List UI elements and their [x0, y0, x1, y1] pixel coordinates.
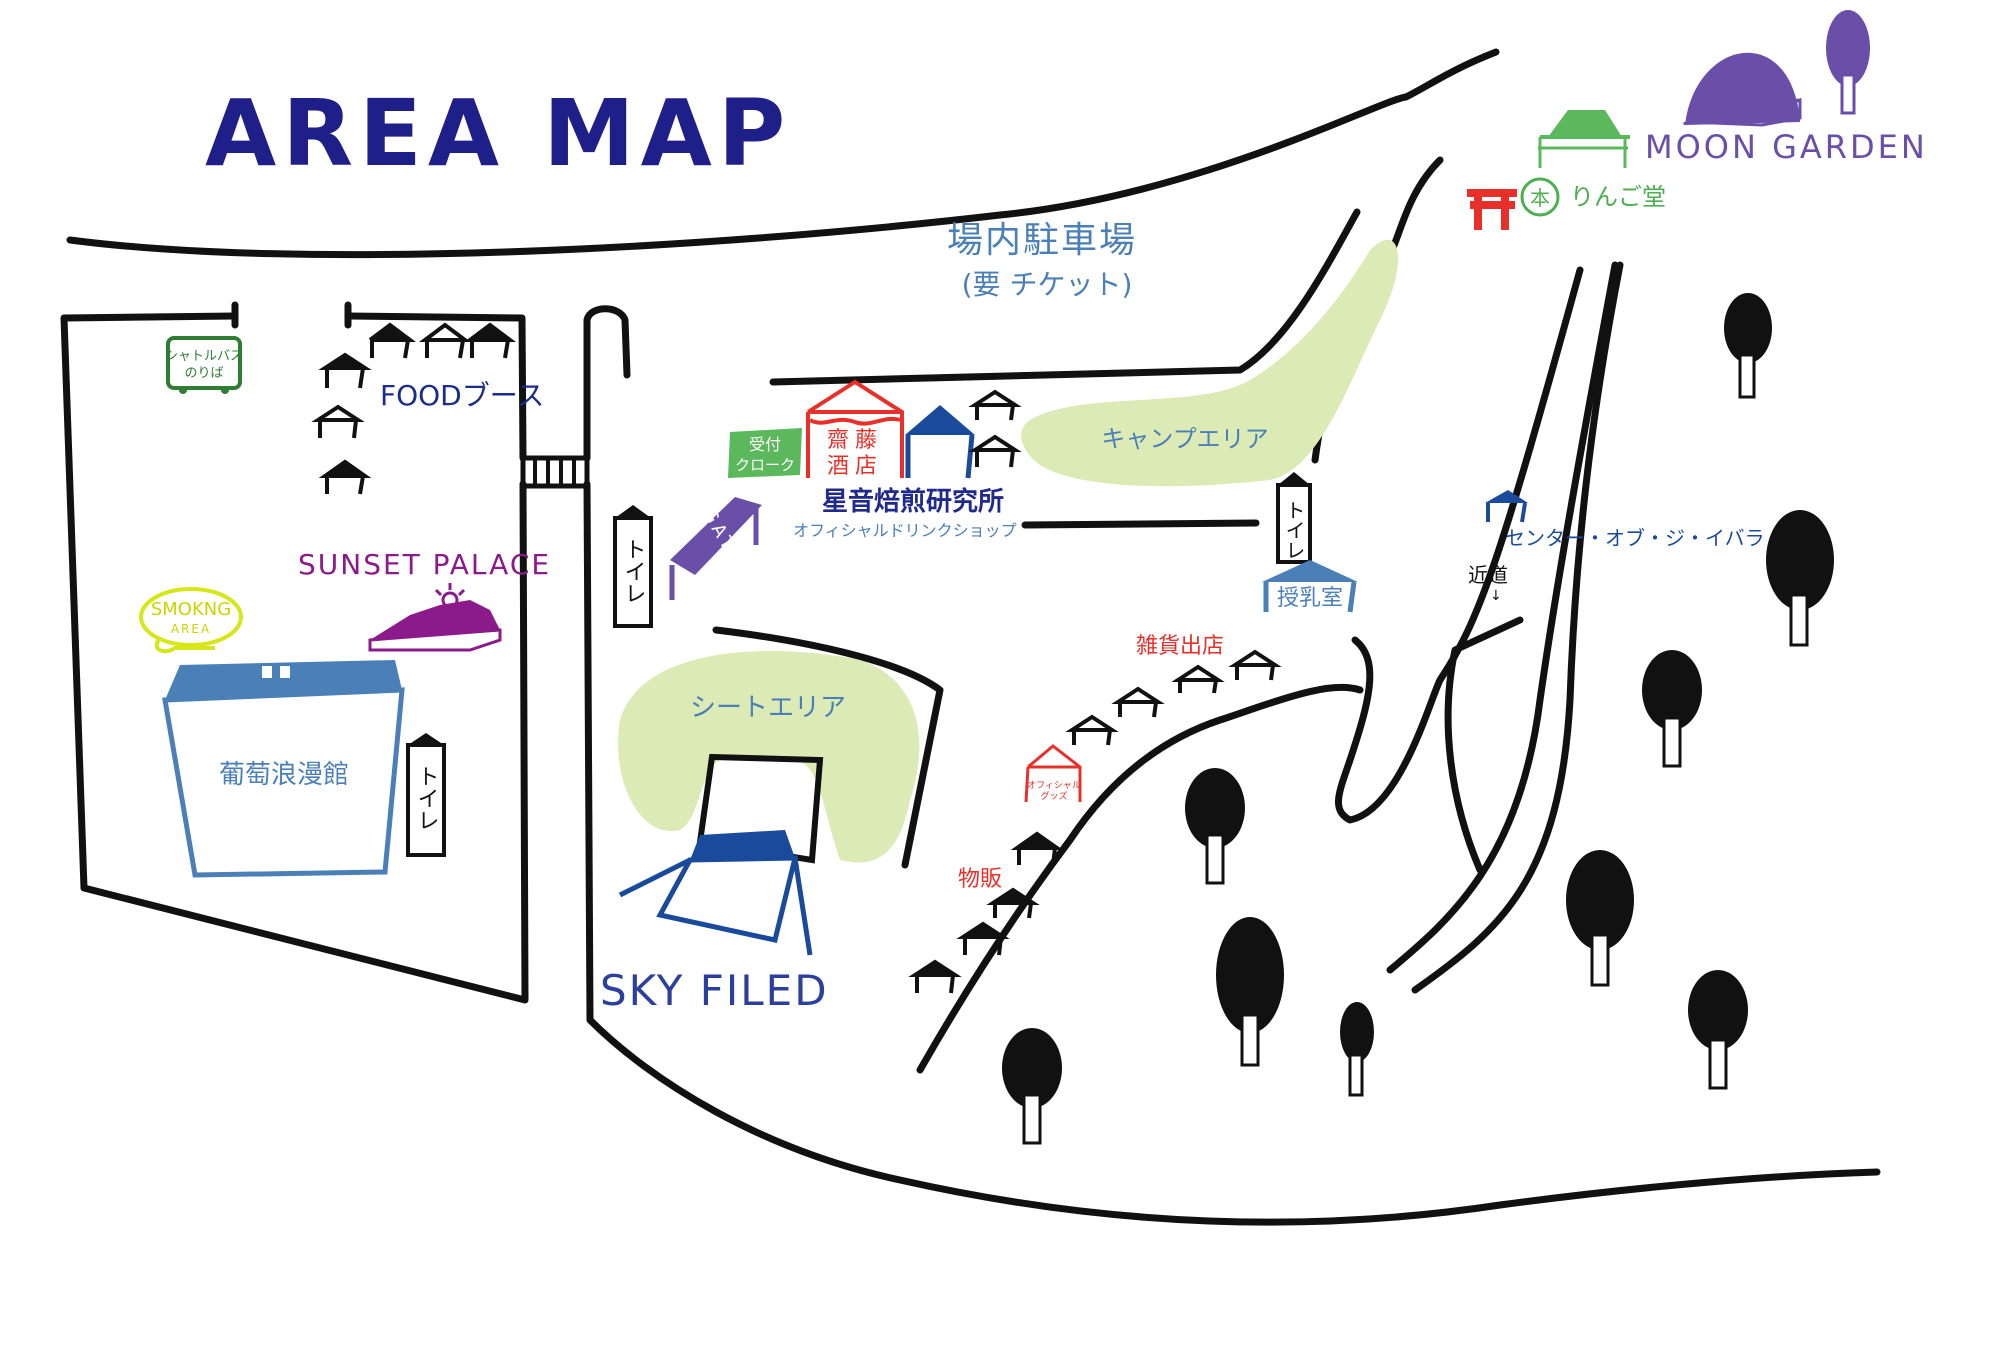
gate-sign: GATE — [669, 497, 762, 600]
food-booth-tents — [311, 322, 516, 495]
merch-label: 物販 — [958, 867, 1002, 892]
ringodo-label: りんご堂 — [1570, 183, 1666, 211]
shortcut-label: 近道 — [1468, 563, 1508, 587]
food-booth-label: FOODブース — [380, 379, 544, 412]
top-road — [66, 48, 1500, 259]
shuttle-bus-label: シャトルバス — [165, 349, 243, 364]
parking-label: 場内駐車場 — [947, 220, 1137, 261]
arrow-down-icon: ↓ — [1490, 588, 1502, 604]
saito-sake-shop-tent: 齋藤 酒店 — [806, 379, 904, 479]
reception-cloak: 受付 クローク — [728, 428, 802, 478]
parking-lower-road — [1021, 519, 1260, 529]
toilet-gate: トイレ — [613, 505, 653, 628]
hon-mark-text: 本 — [1530, 186, 1550, 210]
hon-mark-icon: 本 — [1520, 177, 1560, 217]
map-title: AREA MAP — [205, 80, 791, 187]
zakka-label: 雑貨出店 — [1136, 634, 1224, 659]
toilet-label: トイレ — [621, 538, 646, 604]
tree-icon — [1566, 850, 1634, 987]
tree-icon — [1216, 917, 1284, 1067]
smoking-label-2: AREA — [171, 622, 211, 636]
stage-frame — [696, 753, 824, 864]
official-drink-shop-label: オフィシャルドリンクショップ — [793, 521, 1017, 540]
hoshine-label: 星音焙煎研究所 — [822, 486, 1004, 517]
parking-road — [769, 208, 1361, 386]
hoshine-tent — [905, 405, 975, 479]
ringodo-pavilion — [1538, 110, 1630, 168]
forest-edge-bottom — [916, 683, 1364, 1074]
tree-icon — [1642, 650, 1702, 768]
bottom-road — [583, 480, 1881, 1226]
seat-area-road — [712, 626, 944, 869]
tree-icon — [1185, 768, 1245, 885]
official-goods-tent: オフィシャル グッズ — [1024, 744, 1082, 803]
budou-roman-kan-building: 葡萄浪漫館 — [162, 660, 405, 878]
inner-path-right — [1386, 261, 1619, 974]
toilet-label: トイレ — [1282, 500, 1306, 560]
drink-tents — [968, 389, 1022, 468]
zakka-tents — [1065, 649, 1282, 746]
trees — [1002, 293, 1834, 1145]
cloak-label: クローク — [735, 456, 795, 474]
seat-area-label: シートエリア — [690, 693, 846, 723]
sunset-palace-stage — [368, 583, 502, 652]
moon-garden-label: MOON GARDEN — [1645, 128, 1928, 166]
parking-ticket-note: (要 チケット) — [962, 268, 1133, 301]
reception-label: 受付 — [749, 435, 781, 454]
smoking-area: SMOKNG AREA — [139, 587, 243, 654]
sunset-palace-label: SUNSET PALACE — [298, 548, 551, 581]
tree-icon — [1340, 1002, 1374, 1097]
center-of-ibara-tent — [1485, 490, 1528, 523]
tree-icon — [1002, 1028, 1062, 1145]
bridge — [520, 455, 590, 489]
merch-tents — [908, 831, 1064, 994]
left-loop — [583, 305, 631, 462]
smoking-label: SMOKNG — [151, 599, 231, 620]
sky-field-stage — [618, 830, 813, 956]
torii-icon — [1467, 189, 1517, 230]
official-goods-label: オフィシャル — [1027, 780, 1081, 791]
saito-label: 齋藤 — [827, 428, 883, 453]
budou-roman-kan-label: 葡萄浪漫館 — [219, 760, 349, 790]
sky-field-label: SKY FILED — [600, 966, 829, 1015]
outer-path — [1411, 261, 1624, 994]
sake-shop-label: 酒店 — [827, 454, 883, 479]
nursing-room-label: 授乳室 — [1277, 586, 1343, 611]
camp-area-zone — [1021, 239, 1399, 487]
nursing-room: 授乳室 — [1262, 560, 1358, 613]
toilet-left: トイレ — [406, 733, 446, 857]
official-goods-label-2: グッズ — [1040, 790, 1067, 802]
camp-area-label: キャンプエリア — [1101, 425, 1268, 453]
tree-icon — [1724, 293, 1772, 399]
roads — [60, 48, 1881, 1226]
shortcut-path — [1444, 616, 1524, 874]
tree-icon — [1688, 970, 1748, 1090]
shuttle-bus-label-2: のりば — [184, 366, 223, 381]
left-enclosure — [60, 312, 529, 1004]
shuttle-bus-stop: シャトルバス のりば — [165, 336, 243, 394]
center-of-ibara-label: センター・オブ・ジ・イバラ — [1505, 526, 1765, 550]
tree-icon — [1766, 510, 1834, 647]
moon-garden-dome — [1683, 10, 1870, 127]
inner-path-left — [1334, 266, 1584, 824]
toilet-camp: トイレ — [1276, 472, 1312, 564]
toilet-label: トイレ — [414, 765, 439, 831]
